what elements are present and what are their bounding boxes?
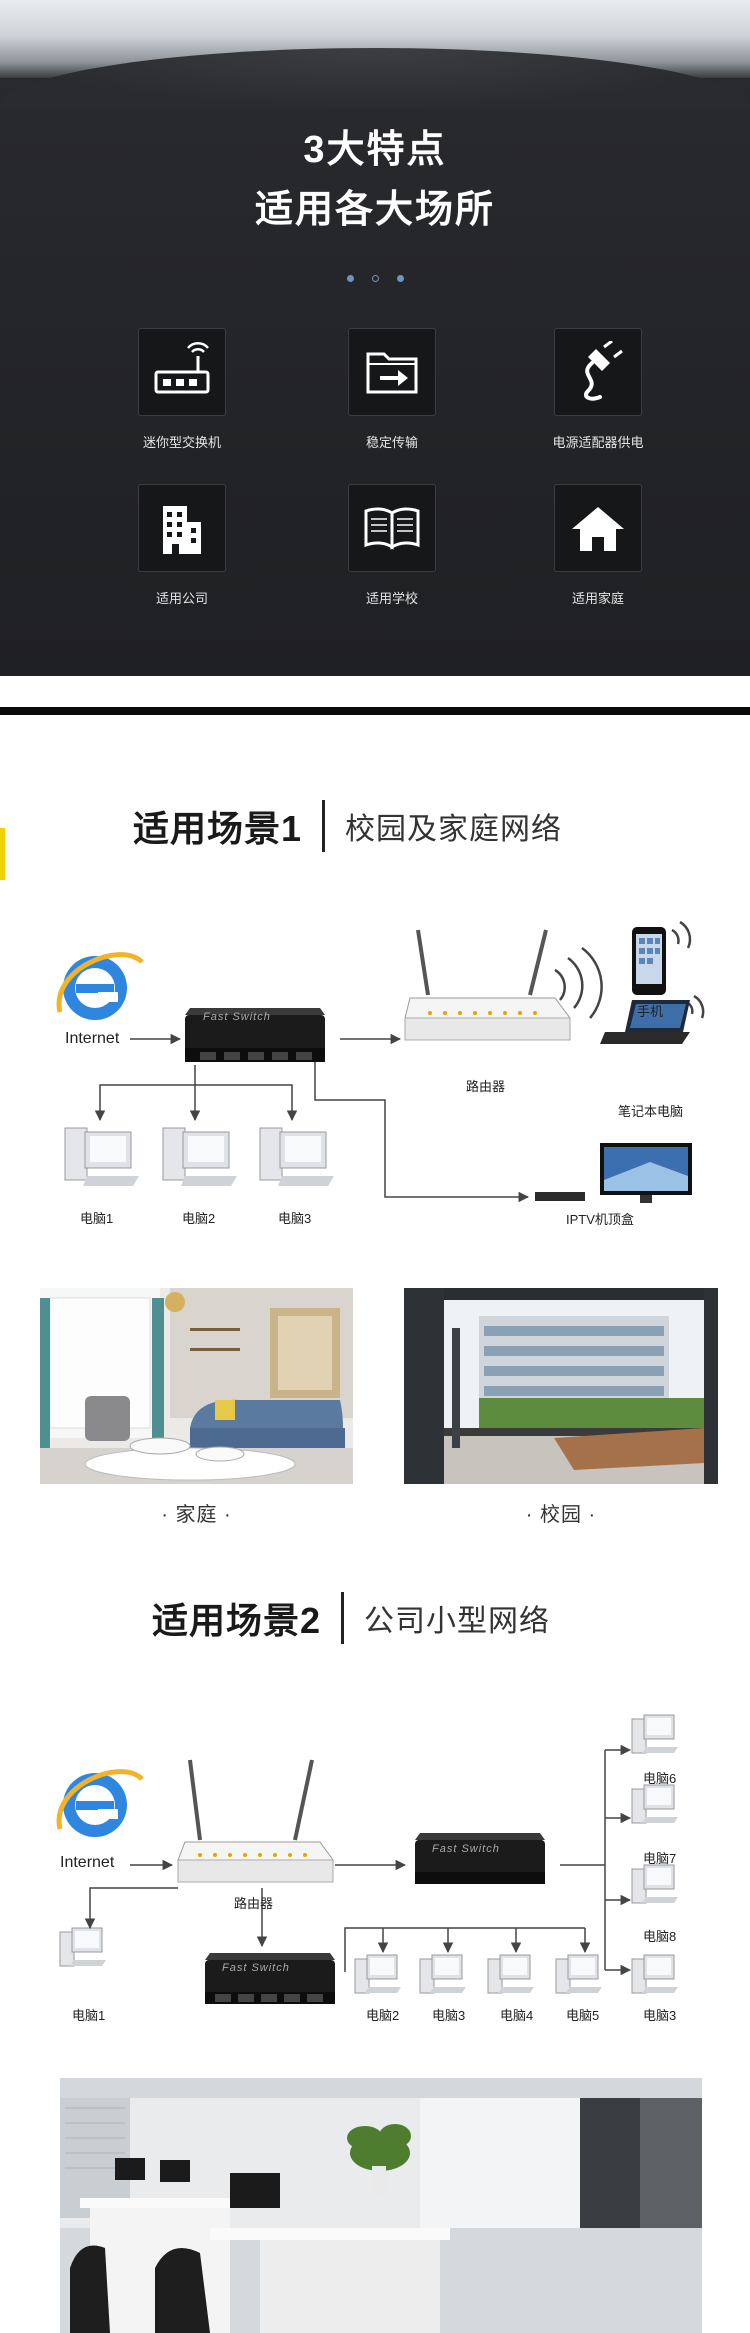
carousel-dots	[0, 269, 750, 287]
pc-label: 电脑1	[80, 1211, 114, 1226]
scene1-header: 适用场景1 校园及家庭网络	[133, 796, 562, 856]
dot-2[interactable]	[371, 275, 379, 282]
pc-icon	[555, 1954, 602, 1994]
pc-label: 电脑4	[500, 2008, 534, 2023]
feature-label: 迷你型交换机	[142, 435, 221, 450]
router-device	[404, 929, 571, 1041]
pc-icon	[487, 1954, 534, 1994]
switch-device	[205, 1953, 335, 2004]
pc-icon	[631, 1784, 678, 1824]
top-gloss-band	[0, 0, 750, 108]
features-title-line1: 3大特点	[303, 129, 447, 171]
office-photo	[60, 2078, 702, 2333]
dot-3[interactable]	[396, 275, 404, 282]
scene2-subtitle: 公司小型网络	[364, 1605, 551, 1638]
router-device	[177, 1759, 334, 1883]
features-section: 3大特点 适用各大场所 迷你型交换机 稳定传输	[0, 0, 750, 676]
pc-label: 电脑3	[278, 1211, 312, 1226]
pc-icon	[419, 1954, 466, 1994]
feature-home: 适用家庭	[538, 484, 658, 607]
feature-mini-switch: 迷你型交换机	[122, 328, 242, 451]
campus-caption: · 校园 ·	[525, 1504, 597, 1526]
pc-icon	[631, 1864, 678, 1904]
scene1-diagram	[56, 920, 705, 1203]
pc-icon	[59, 1927, 106, 1967]
scene2-header: 适用场景2 公司小型网络	[152, 1588, 550, 1648]
feature-school: 适用学校	[332, 484, 452, 607]
pc-icon	[631, 1714, 678, 1754]
feature-label: 电源适配器供电	[552, 435, 644, 450]
book-icon	[348, 484, 436, 572]
pc-label: 电脑2	[182, 1211, 216, 1226]
internet-explorer-icon	[56, 1769, 144, 1837]
header-divider	[341, 1592, 345, 1644]
pc-label: 电脑5	[566, 2008, 600, 2023]
router-label: 路由器	[234, 1896, 274, 1911]
feature-power: 电源适配器供电	[538, 328, 658, 451]
home-icon	[554, 484, 642, 572]
switch-device	[415, 1833, 545, 1884]
folder-transfer-icon	[348, 328, 436, 416]
pc-group	[59, 1714, 678, 1994]
phone-device	[632, 927, 666, 995]
iptv-label: IPTV机顶盒	[566, 1212, 634, 1227]
feature-label: 稳定传输	[365, 435, 418, 450]
iptv-device	[535, 1143, 692, 1203]
pc-icon	[354, 1954, 401, 1994]
feature-label: 适用学校	[365, 591, 418, 606]
pc-label: 电脑8	[643, 1929, 677, 1944]
router-icon	[138, 328, 226, 416]
pc-label: 电脑7	[643, 1851, 677, 1866]
pc-group	[64, 1127, 334, 1186]
pc-label: 电脑1	[72, 2008, 106, 2023]
laptop-label: 笔记本电脑	[618, 1104, 684, 1119]
pc-label: 电脑3	[432, 2008, 466, 2023]
scene2-title: 适用场景2	[152, 1600, 322, 1641]
pc-label: 电脑3	[643, 2008, 677, 2023]
switch-device	[185, 1008, 325, 1062]
scene2-diagram	[56, 1714, 678, 2004]
switch-label: Fast Switch	[222, 1962, 290, 1974]
scene1-title: 适用场景1	[133, 808, 303, 849]
feature-stable: 稳定传输	[332, 328, 452, 451]
internet-label: Internet	[65, 1030, 120, 1047]
phone-label: 手机	[637, 1004, 664, 1019]
feature-label: 适用公司	[155, 591, 208, 606]
feature-label: 适用家庭	[571, 591, 624, 606]
pc-label: 电脑2	[366, 2008, 400, 2023]
laptop-device	[600, 1000, 690, 1044]
internet-label: Internet	[60, 1854, 115, 1871]
dot-1[interactable]	[346, 275, 354, 282]
internet-explorer-icon	[56, 952, 144, 1020]
pc-icon	[631, 1954, 678, 1994]
features-title-line2: 适用各大场所	[254, 189, 495, 231]
router-label: 路由器	[466, 1079, 506, 1094]
home-caption: · 家庭 ·	[161, 1504, 232, 1526]
pc-label: 电脑6	[643, 1771, 677, 1786]
campus-photo	[404, 1288, 718, 1484]
feature-company: 适用公司	[122, 484, 242, 607]
switch-label: Fast Switch	[203, 1011, 271, 1023]
switch-label: Fast Switch	[432, 1843, 500, 1855]
accent-tab	[0, 828, 5, 880]
building-icon	[138, 484, 226, 572]
section-divider	[0, 707, 750, 715]
scene1-subtitle: 校园及家庭网络	[345, 813, 563, 846]
home-photo	[40, 1288, 353, 1484]
header-divider	[322, 800, 326, 852]
power-plug-icon	[554, 328, 642, 416]
